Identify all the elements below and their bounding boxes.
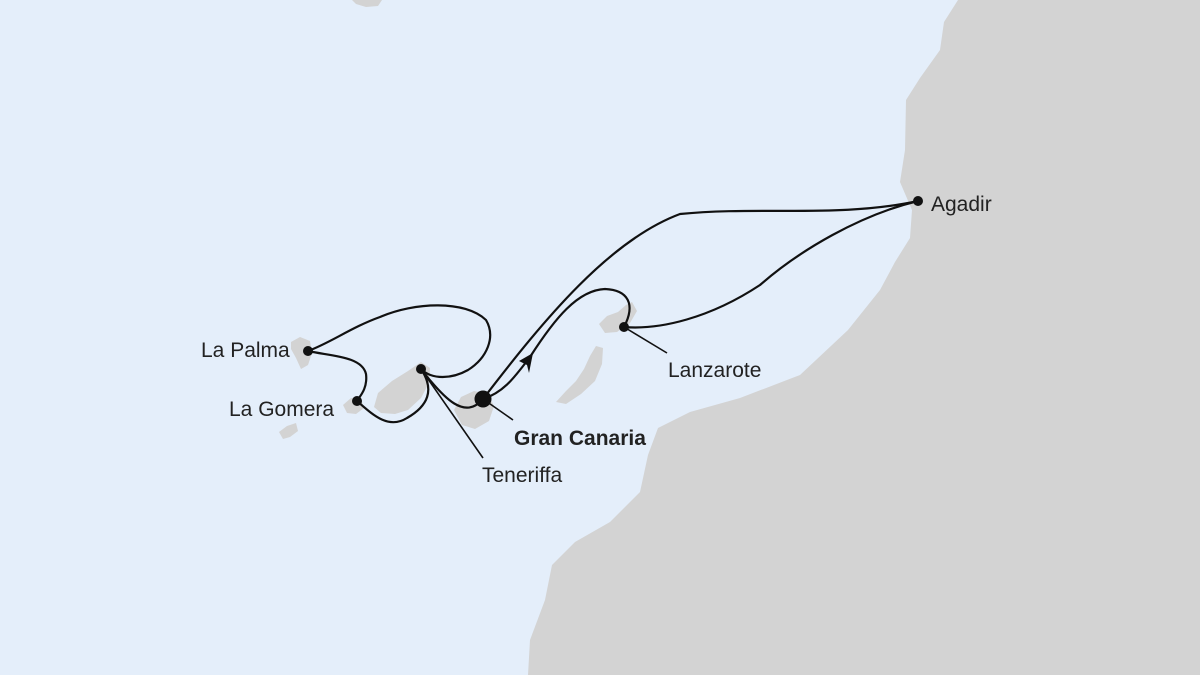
port-marker-lanzarote[interactable] bbox=[619, 322, 629, 332]
label-lanzarote: Lanzarote bbox=[668, 359, 761, 382]
label-agadir: Agadir bbox=[931, 193, 992, 216]
island-lanzarote bbox=[599, 302, 637, 333]
route-la-palma-la-gomera bbox=[306, 349, 368, 403]
port-marker-agadir[interactable] bbox=[913, 196, 923, 206]
island-el-hierro bbox=[279, 423, 298, 439]
island-north bbox=[352, 0, 382, 7]
island-teneriffa bbox=[374, 362, 430, 414]
label-la-gomera: La Gomera bbox=[229, 398, 334, 421]
route-teneriffa-la-palma bbox=[306, 304, 492, 379]
port-marker-teneriffa[interactable] bbox=[416, 364, 426, 374]
mainland-africa bbox=[528, 0, 1200, 675]
port-marker-gran-canaria[interactable] bbox=[474, 390, 492, 408]
port-marker-la-gomera[interactable] bbox=[352, 396, 362, 406]
port-marker-la-palma[interactable] bbox=[303, 346, 313, 356]
label-gran-canaria: Gran Canaria bbox=[514, 427, 646, 450]
route-gran-canaria-agadir bbox=[481, 199, 920, 401]
leader-lanzarote bbox=[623, 326, 668, 354]
route-la-gomera-teneriffa bbox=[355, 367, 430, 424]
leader-teneriffa bbox=[420, 368, 484, 459]
route-lanzarote-return bbox=[528, 287, 631, 359]
label-la-palma: La Palma bbox=[201, 339, 290, 362]
label-teneriffa: Teneriffa bbox=[482, 464, 562, 487]
cruise-route bbox=[306, 199, 920, 424]
island-la-palma bbox=[291, 337, 312, 369]
route-agadir-lanzarote bbox=[622, 199, 920, 329]
island-fuerteventura bbox=[556, 346, 603, 404]
route-direction-arrow bbox=[519, 353, 533, 373]
